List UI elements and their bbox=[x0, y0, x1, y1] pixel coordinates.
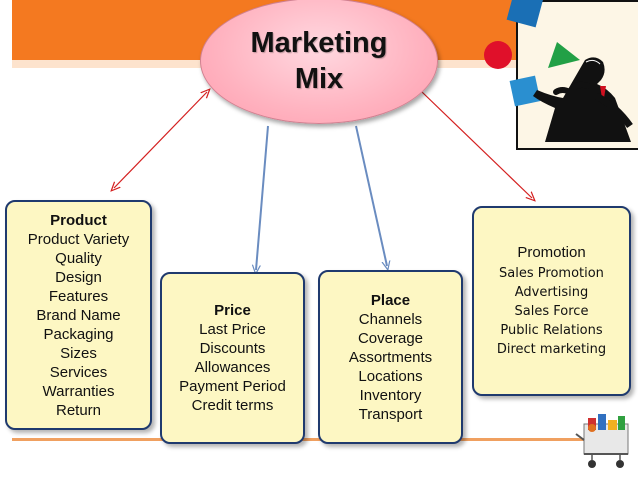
product-item: Brand Name bbox=[36, 306, 121, 324]
product-item: Packaging bbox=[43, 325, 114, 343]
product-item: Quality bbox=[55, 249, 102, 267]
product-box: Product Product Variety Quality Design F… bbox=[5, 200, 152, 430]
price-item: Allowances bbox=[194, 359, 271, 376]
hub-title-line1: Marketing bbox=[250, 27, 388, 59]
promotion-item: Sales Promotion bbox=[499, 266, 604, 281]
price-box: Price Last Price Discounts Allowances Pa… bbox=[160, 272, 305, 444]
promotion-box: Promotion Sales Promotion Advertising Sa… bbox=[472, 206, 631, 396]
arrow-to-price bbox=[256, 125, 269, 270]
product-item: Product Variety bbox=[27, 230, 130, 248]
place-box: Place Channels Coverage Assortments Loca… bbox=[318, 270, 463, 444]
product-item: Return bbox=[55, 401, 102, 419]
product-item: Features bbox=[48, 287, 109, 305]
place-item: Coverage bbox=[357, 329, 424, 347]
marketing-mix-hub: Marketing Mix bbox=[200, 0, 438, 124]
place-item: Channels bbox=[358, 310, 423, 328]
product-item: Warranties bbox=[42, 382, 115, 400]
product-item: Design bbox=[55, 268, 102, 286]
promotion-item: Advertising bbox=[514, 285, 589, 300]
place-item: Assortments bbox=[348, 348, 433, 366]
place-item: Inventory bbox=[359, 386, 422, 404]
place-title: Place bbox=[370, 291, 411, 309]
place-item: Locations bbox=[358, 367, 423, 385]
arrow-to-product bbox=[114, 92, 207, 188]
price-item: Payment Period bbox=[179, 378, 286, 395]
arrow-to-place bbox=[355, 125, 387, 266]
promotion-title: Promotion bbox=[517, 244, 586, 261]
product-item: Sizes bbox=[60, 344, 97, 362]
price-item: Credit terms bbox=[191, 397, 274, 414]
promotion-item: Public Relations bbox=[500, 323, 603, 338]
price-title: Price bbox=[214, 302, 251, 319]
promotion-item: Sales Force bbox=[514, 304, 589, 319]
price-item: Discounts bbox=[199, 340, 266, 357]
hub-title-line2: Mix bbox=[294, 63, 344, 95]
place-item: Transport bbox=[358, 405, 423, 423]
arrow-to-promotion bbox=[421, 91, 532, 198]
price-item: Last Price bbox=[199, 321, 266, 338]
promotion-item: Direct marketing bbox=[496, 342, 607, 357]
product-item: Services bbox=[49, 363, 108, 381]
product-title: Product bbox=[50, 211, 107, 229]
